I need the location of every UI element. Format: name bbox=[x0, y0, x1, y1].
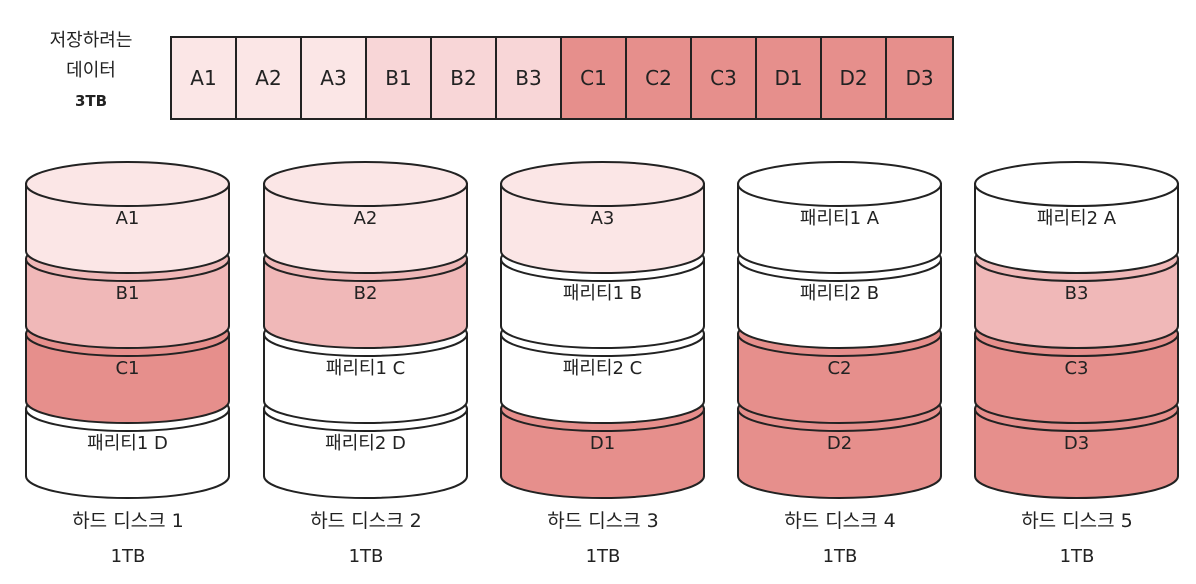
layer-label: 패리티1 D bbox=[87, 433, 168, 454]
layer-body bbox=[974, 333, 1179, 424]
layer-body bbox=[263, 333, 468, 424]
disk-name: 하드 디스크 4 bbox=[784, 510, 896, 532]
layer-label: 패리티2 B bbox=[800, 283, 879, 304]
data-block: A3 bbox=[302, 38, 367, 118]
layer-body bbox=[737, 333, 942, 424]
layer-label: C3 bbox=[1064, 358, 1088, 379]
layer-label: D3 bbox=[1064, 433, 1089, 454]
layer-body bbox=[263, 183, 468, 274]
hard-disk: 패리티2 D 패리티1 C B2 A2 bbox=[263, 161, 468, 499]
data-block: B2 bbox=[432, 38, 497, 118]
layer-body bbox=[25, 183, 230, 274]
layer-body bbox=[974, 408, 1179, 499]
layer-label: C1 bbox=[115, 358, 139, 379]
hard-disk: D1 패리티2 C 패리티1 B A3 bbox=[500, 161, 705, 499]
label-size: 3TB bbox=[74, 92, 108, 110]
data-block: C3 bbox=[692, 38, 757, 118]
layer-body bbox=[25, 408, 230, 499]
disk-layer: A1 bbox=[25, 161, 230, 274]
layer-body bbox=[500, 333, 705, 424]
layer-label: B3 bbox=[1065, 283, 1089, 304]
layer-body bbox=[500, 258, 705, 349]
disk-layer: 패리티2 A bbox=[974, 161, 1179, 274]
data-block: D2 bbox=[822, 38, 887, 118]
layer-body bbox=[500, 408, 705, 499]
disk-name: 하드 디스크 1 bbox=[72, 510, 184, 532]
layer-label: 패리티2 D bbox=[325, 433, 406, 454]
layer-label: 패리티1 C bbox=[326, 358, 405, 379]
disk-capacity: 1TB bbox=[348, 546, 384, 567]
layer-body bbox=[737, 183, 942, 274]
layer-label: C2 bbox=[827, 358, 851, 379]
data-to-store-label: 저장하려는 데이터 3TB bbox=[26, 26, 156, 116]
layer-body bbox=[737, 408, 942, 499]
layer-top bbox=[974, 161, 1179, 207]
data-block: D3 bbox=[887, 38, 952, 118]
hard-disk: 패리티1 D C1 B1 A1 bbox=[25, 161, 230, 499]
disk-name: 하드 디스크 3 bbox=[547, 510, 659, 532]
disk-name: 하드 디스크 5 bbox=[1021, 510, 1133, 532]
layer-body bbox=[974, 183, 1179, 274]
disk-layer: A3 bbox=[500, 161, 705, 274]
layer-top bbox=[25, 161, 230, 207]
layer-top bbox=[500, 161, 705, 207]
layer-top bbox=[263, 161, 468, 207]
data-block: B3 bbox=[497, 38, 562, 118]
layer-label: 패리티2 A bbox=[1037, 208, 1117, 229]
layer-label: D1 bbox=[590, 433, 615, 454]
layer-body bbox=[263, 408, 468, 499]
layer-body bbox=[263, 258, 468, 349]
layer-label: B2 bbox=[354, 283, 378, 304]
layer-body bbox=[25, 258, 230, 349]
hard-disk: D3 C3 B3 패리티2 A bbox=[974, 161, 1179, 499]
layer-label: A2 bbox=[354, 208, 378, 229]
disk-layer: A2 bbox=[263, 161, 468, 274]
disk-capacity: 1TB bbox=[110, 546, 146, 567]
data-block: C2 bbox=[627, 38, 692, 118]
label-line-2: 데이터 bbox=[66, 60, 116, 81]
disk-capacity: 1TB bbox=[585, 546, 621, 567]
layer-body bbox=[737, 258, 942, 349]
layer-label: 패리티1 B bbox=[563, 283, 642, 304]
layer-label: A3 bbox=[591, 208, 615, 229]
disk-capacity: 1TB bbox=[822, 546, 858, 567]
disk-layer: 패리티1 A bbox=[737, 161, 942, 274]
hard-disk: D2 C2 패리티2 B 패리티1 A bbox=[737, 161, 942, 499]
data-block: B1 bbox=[367, 38, 432, 118]
layer-label: A1 bbox=[116, 208, 140, 229]
layer-label: D2 bbox=[827, 433, 852, 454]
layer-label: 패리티1 A bbox=[800, 208, 880, 229]
data-block: C1 bbox=[562, 38, 627, 118]
data-block: A1 bbox=[172, 38, 237, 118]
disk-capacity: 1TB bbox=[1059, 546, 1095, 567]
data-block: D1 bbox=[757, 38, 822, 118]
layer-body bbox=[500, 183, 705, 274]
layer-body bbox=[974, 258, 1179, 349]
label-line-1: 저장하려는 bbox=[49, 30, 133, 51]
data-block: A2 bbox=[237, 38, 302, 118]
layer-body bbox=[25, 333, 230, 424]
layer-label: 패리티2 C bbox=[563, 358, 642, 379]
layer-top bbox=[737, 161, 942, 207]
disk-name: 하드 디스크 2 bbox=[310, 510, 422, 532]
layer-label: B1 bbox=[116, 283, 140, 304]
